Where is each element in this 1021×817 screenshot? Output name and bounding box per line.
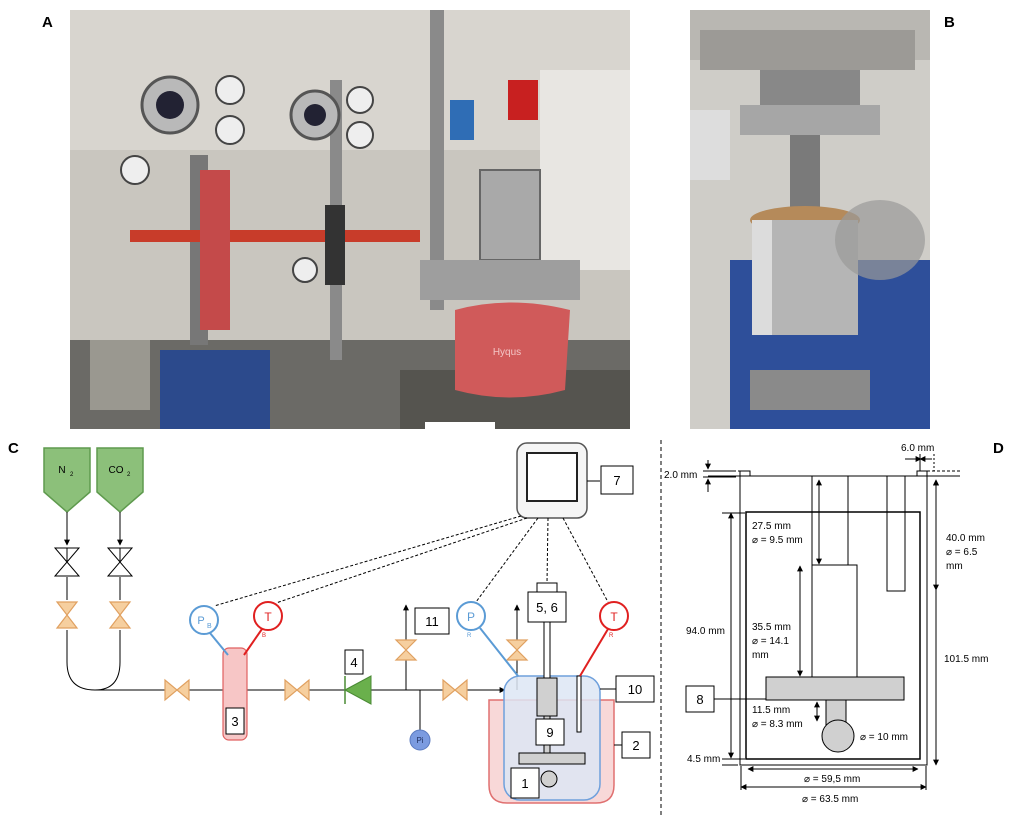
photo-reactor-vessel-image <box>690 10 930 429</box>
valve-n2 <box>55 601 79 629</box>
sensor-pr: P R <box>456 601 519 677</box>
dimension-drawing <box>703 454 962 790</box>
dim-40-0-dia-b: mm <box>946 561 963 572</box>
dim-4-5: 4.5 mm <box>687 754 720 765</box>
dim-27-5: 27.5 mm <box>752 521 791 532</box>
component-8-box <box>685 685 715 713</box>
dim-35-5-dia-a: ⌀ = 14.1 <box>752 636 789 647</box>
dim-59-5: ⌀ = 59,5 mm <box>804 774 860 785</box>
component-5-6: 5, 6 <box>536 600 558 615</box>
dim-27-5-dia: ⌀ = 9.5 mm <box>752 535 803 546</box>
dim-11-5: 11.5 mm <box>752 705 790 716</box>
component-9: 9 <box>546 725 553 740</box>
sensor-pr-sub: R <box>467 633 472 639</box>
shutoff-valves <box>53 547 134 577</box>
valve-co2 <box>108 601 132 629</box>
sensor-tb-sub: B <box>262 633 266 639</box>
photo-tag-text: Hyqus <box>493 347 521 358</box>
photo-reactor-setup-image: Hyqus <box>70 10 630 429</box>
panel-label-c: C <box>8 440 19 457</box>
valve-reactor-inlet <box>442 678 468 702</box>
sensor-tr-sub: R <box>609 633 614 639</box>
component-1: 1 <box>521 776 528 791</box>
controller-unit <box>516 442 588 519</box>
component-4: 4 <box>350 655 357 670</box>
sensor-pb-sub: B <box>207 623 212 630</box>
sensor-pi-label: Pi <box>416 736 423 745</box>
dim-2-0: 2.0 mm <box>664 470 697 481</box>
panel-label-d: D <box>993 440 1004 457</box>
gas-label-n2: N <box>58 465 65 476</box>
pressure-indicator-pi: Pi <box>409 729 431 751</box>
component-11: 11 <box>425 614 439 629</box>
component-7: 7 <box>613 473 620 488</box>
component-10: 10 <box>628 682 642 697</box>
dim-10: ⌀ = 10 mm <box>860 732 908 743</box>
gas-cylinder-n2: N 2 <box>43 447 91 513</box>
sensor-tb: T B <box>243 601 283 656</box>
sensor-pb: P B <box>189 605 229 656</box>
valve-inlet <box>164 678 190 702</box>
valve-vent-reactor <box>505 639 529 661</box>
panel-label-b: B <box>944 14 955 31</box>
sensor-pb-label: P <box>197 615 204 627</box>
dim-35-5-dia-b: mm <box>752 650 769 661</box>
valve-vent-11 <box>394 639 418 661</box>
dim-94-0: 94.0 mm <box>686 626 725 637</box>
gas-cylinder-co2: CO 2 <box>96 447 144 513</box>
component-labels: 7 5, 6 11 4 3 10 2 9 1 <box>225 465 655 799</box>
photo-reactor-setup: Hyqus <box>70 10 630 429</box>
dim-40-0: 40.0 mm <box>946 533 985 544</box>
dim-63-5: ⌀ = 63.5 mm <box>802 794 858 805</box>
sensor-tr: T R <box>579 601 629 677</box>
panel-label-a: A <box>42 14 53 31</box>
dim-6-0: 6.0 mm <box>901 443 934 454</box>
dim-101-5: 101.5 mm <box>944 654 988 665</box>
dimension-labels: 2.0 mm 6.0 mm 27.5 mm ⌀ = 9.5 mm 40.0 mm… <box>664 443 988 805</box>
impeller-blade <box>765 676 905 701</box>
photo-reactor-vessel <box>690 10 930 429</box>
signal-lines <box>213 515 609 607</box>
valve-mid <box>284 678 310 702</box>
impeller-ball <box>821 719 855 753</box>
component-3: 3 <box>231 714 238 729</box>
component-2: 2 <box>632 738 639 753</box>
dim-35-5: 35.5 mm <box>752 622 791 633</box>
component-8: 8 <box>696 692 703 707</box>
sensor-tb-label: T <box>264 610 272 624</box>
check-valve-4 <box>343 675 372 705</box>
dim-11-5-dia: ⌀ = 8.3 mm <box>752 719 803 730</box>
sensor-tr-label: T <box>610 610 618 624</box>
gas-label-co2-sub: 2 <box>127 472 131 478</box>
dim-40-0-dia-a: ⌀ = 6.5 <box>946 547 978 558</box>
gas-label-n2-sub: 2 <box>70 472 74 478</box>
gas-label-co2: CO <box>109 465 124 476</box>
sensor-pr-label: P <box>467 610 475 624</box>
valves <box>55 601 529 702</box>
